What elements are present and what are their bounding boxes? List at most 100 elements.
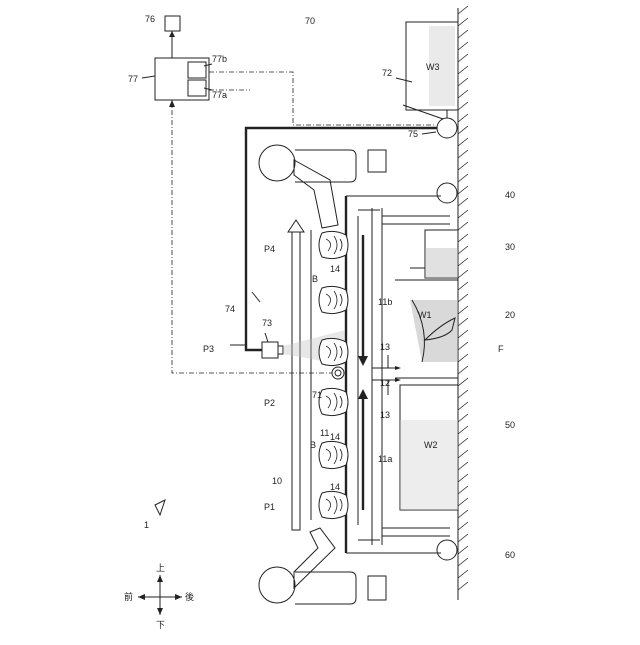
belt-arrows [358,235,368,510]
label-13-upper: 13 [380,342,390,352]
hatch-line [458,462,468,470]
signal-lines [169,72,436,373]
label-75: 75 [408,129,418,139]
hatch-line [458,270,468,278]
ground [458,6,468,600]
hatch-line [458,210,468,218]
label-w3: W3 [426,62,440,72]
label-71: 71 [312,390,322,400]
label-20: 20 [505,310,515,320]
hatch-line [458,354,468,362]
pump-40 [437,183,457,203]
hatch-line [458,198,468,206]
label-50: 50 [505,420,515,430]
label-11: 11 [320,428,329,438]
operator-top [259,145,386,228]
hatch-line [458,150,468,158]
label-1: 1 [144,520,149,530]
compass-up: 上 [156,563,165,573]
label-p1: P1 [264,502,275,512]
label-77b: 77b [212,54,227,64]
label-77: 77 [128,74,138,84]
cabbage-icon [319,388,348,415]
hatch-line [458,390,468,398]
label-73: 73 [262,318,272,328]
hatch-line [458,426,468,434]
hatch-line [458,486,468,494]
label-14-lower: 14 [330,482,340,492]
hatch-line [458,498,468,506]
label-b-upper: B [312,274,318,284]
hatch-line [458,102,468,110]
label-w2: W2 [424,440,438,450]
tank-30 [410,230,458,278]
compass-front: 前 [124,591,133,602]
label-w1: W1 [418,310,432,320]
hatch-line [458,258,468,266]
cabbage-icon [319,491,348,518]
hatch-line [458,378,468,386]
label-11a: 11a [378,454,392,464]
hatch-line [458,54,468,62]
hatch-line [458,414,468,422]
cabbage-icon [319,338,348,365]
hatch-line [458,282,468,290]
hatch-line [458,138,468,146]
hatch-line [458,78,468,86]
label-p3: P3 [203,344,214,354]
label-77a: 77a [212,90,227,100]
hatch-line [458,186,468,194]
hatch-line [458,6,468,14]
cabbage-icon [319,231,348,258]
hatch-line [458,42,468,50]
label-14-middle: 14 [330,432,340,442]
pump-75 [437,118,457,138]
hatch-line [458,114,468,122]
hatch-line [458,90,468,98]
hatch-line [458,126,468,134]
hatch-line [458,330,468,338]
label-14-upper: 14 [330,264,340,274]
device-76 [165,16,180,31]
label-74: 74 [225,304,235,314]
hatch-line [458,546,468,554]
label-30: 30 [505,242,515,252]
hatch-line [458,534,468,542]
label-12: 12 [380,378,390,388]
hatch-line [458,342,468,350]
controller-77 [155,16,209,100]
orientation-compass [138,575,182,615]
label-60: 60 [505,550,515,560]
label-13-lower: 13 [380,410,390,420]
hatch-line [458,306,468,314]
label-10: 10 [272,476,282,486]
label-f: F [498,344,504,354]
hatch-line [458,438,468,446]
operator-bottom [259,528,386,604]
hatch-line [458,474,468,482]
unit-77a [188,80,206,96]
label-11b: 11b [378,297,392,307]
hatch-line [458,174,468,182]
cabbage-icon [319,286,348,313]
hatch-line [458,450,468,458]
hatch-line [458,66,468,74]
reference-arrow-1 [155,500,165,515]
hatch-line [458,510,468,518]
cabbage-icon [319,441,348,468]
hatch-line [458,570,468,578]
hatch-line [458,234,468,242]
unit-77b [188,62,206,78]
hatch-line [458,30,468,38]
conveyor-10 [288,220,311,530]
tank-w1 [395,280,458,378]
label-40: 40 [505,190,515,200]
label-p2: P2 [264,398,275,408]
label-76: 76 [145,14,155,24]
hatch-line [458,246,468,254]
label-p4: P4 [264,244,275,254]
ground-hatching [458,6,468,590]
nozzles [372,355,401,395]
label-72: 72 [382,68,392,78]
